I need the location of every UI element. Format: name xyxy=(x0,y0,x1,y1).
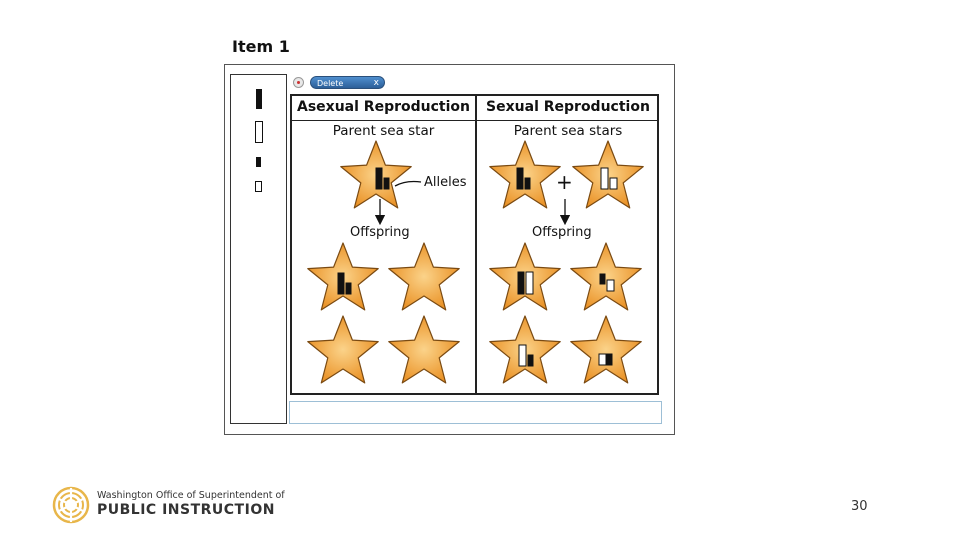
allele-short-dark xyxy=(345,282,352,295)
allele-short-light xyxy=(609,177,618,190)
allele-palette xyxy=(230,74,287,424)
alleles-pointer xyxy=(394,180,422,187)
offspring-star-sexual-4 xyxy=(570,315,642,384)
tall-light-allele-token[interactable] xyxy=(255,121,263,143)
allele-short-dark xyxy=(383,177,390,190)
org-name-line1: Washington Office of Superintendent of xyxy=(97,490,285,501)
answer-input[interactable] xyxy=(289,401,662,424)
asexual-subheader: Parent sea star xyxy=(332,123,435,139)
org-name-line2: PUBLIC INSTRUCTION xyxy=(97,502,275,518)
allele-short-dark xyxy=(527,354,534,367)
tall-dark-allele-token[interactable] xyxy=(256,89,262,109)
allele-tall-dark xyxy=(337,272,345,295)
page-number: 30 xyxy=(851,499,868,514)
allele-tall-light xyxy=(518,344,527,367)
allele-short-dark xyxy=(524,177,531,190)
sexual-subheader: Parent sea stars xyxy=(513,123,623,139)
close-icon: x xyxy=(373,78,379,88)
delete-label: Delete xyxy=(317,79,344,88)
ospi-logo-icon xyxy=(52,486,90,524)
item-title: Item 1 xyxy=(232,37,290,56)
allele-short-light xyxy=(598,353,607,366)
offspring-star-asexual-2 xyxy=(388,242,460,311)
delete-button[interactable]: Delete x xyxy=(310,76,385,89)
allele-tall-dark xyxy=(517,271,525,295)
sexual-offspring-label: Offspring xyxy=(532,225,592,240)
allele-tall-dark xyxy=(516,167,524,190)
parent-star-sexual-1 xyxy=(489,140,561,209)
allele-short-dark xyxy=(599,273,606,285)
short-dark-allele-token[interactable] xyxy=(256,157,261,167)
offspring-star-sexual-1 xyxy=(489,242,561,311)
offspring-star-asexual-3 xyxy=(307,315,379,384)
asexual-header: Asexual Reproduction xyxy=(297,99,470,115)
allele-tall-light xyxy=(525,271,534,295)
short-light-allele-token[interactable] xyxy=(255,181,262,192)
plus-sign: + xyxy=(556,170,573,194)
asexual-offspring-label: Offspring xyxy=(350,225,410,240)
allele-tall-light xyxy=(600,167,609,190)
column-divider xyxy=(475,96,477,393)
delete-radio-icon[interactable] xyxy=(293,77,304,88)
allele-short-light xyxy=(606,279,615,292)
allele-tall-dark xyxy=(375,167,383,190)
allele-short-dark xyxy=(606,353,613,366)
sexual-header: Sexual Reproduction xyxy=(486,99,650,115)
alleles-label: Alleles xyxy=(424,175,467,190)
offspring-star-sexual-2 xyxy=(570,242,642,311)
header-divider xyxy=(292,120,657,121)
offspring-star-asexual-4 xyxy=(388,315,460,384)
